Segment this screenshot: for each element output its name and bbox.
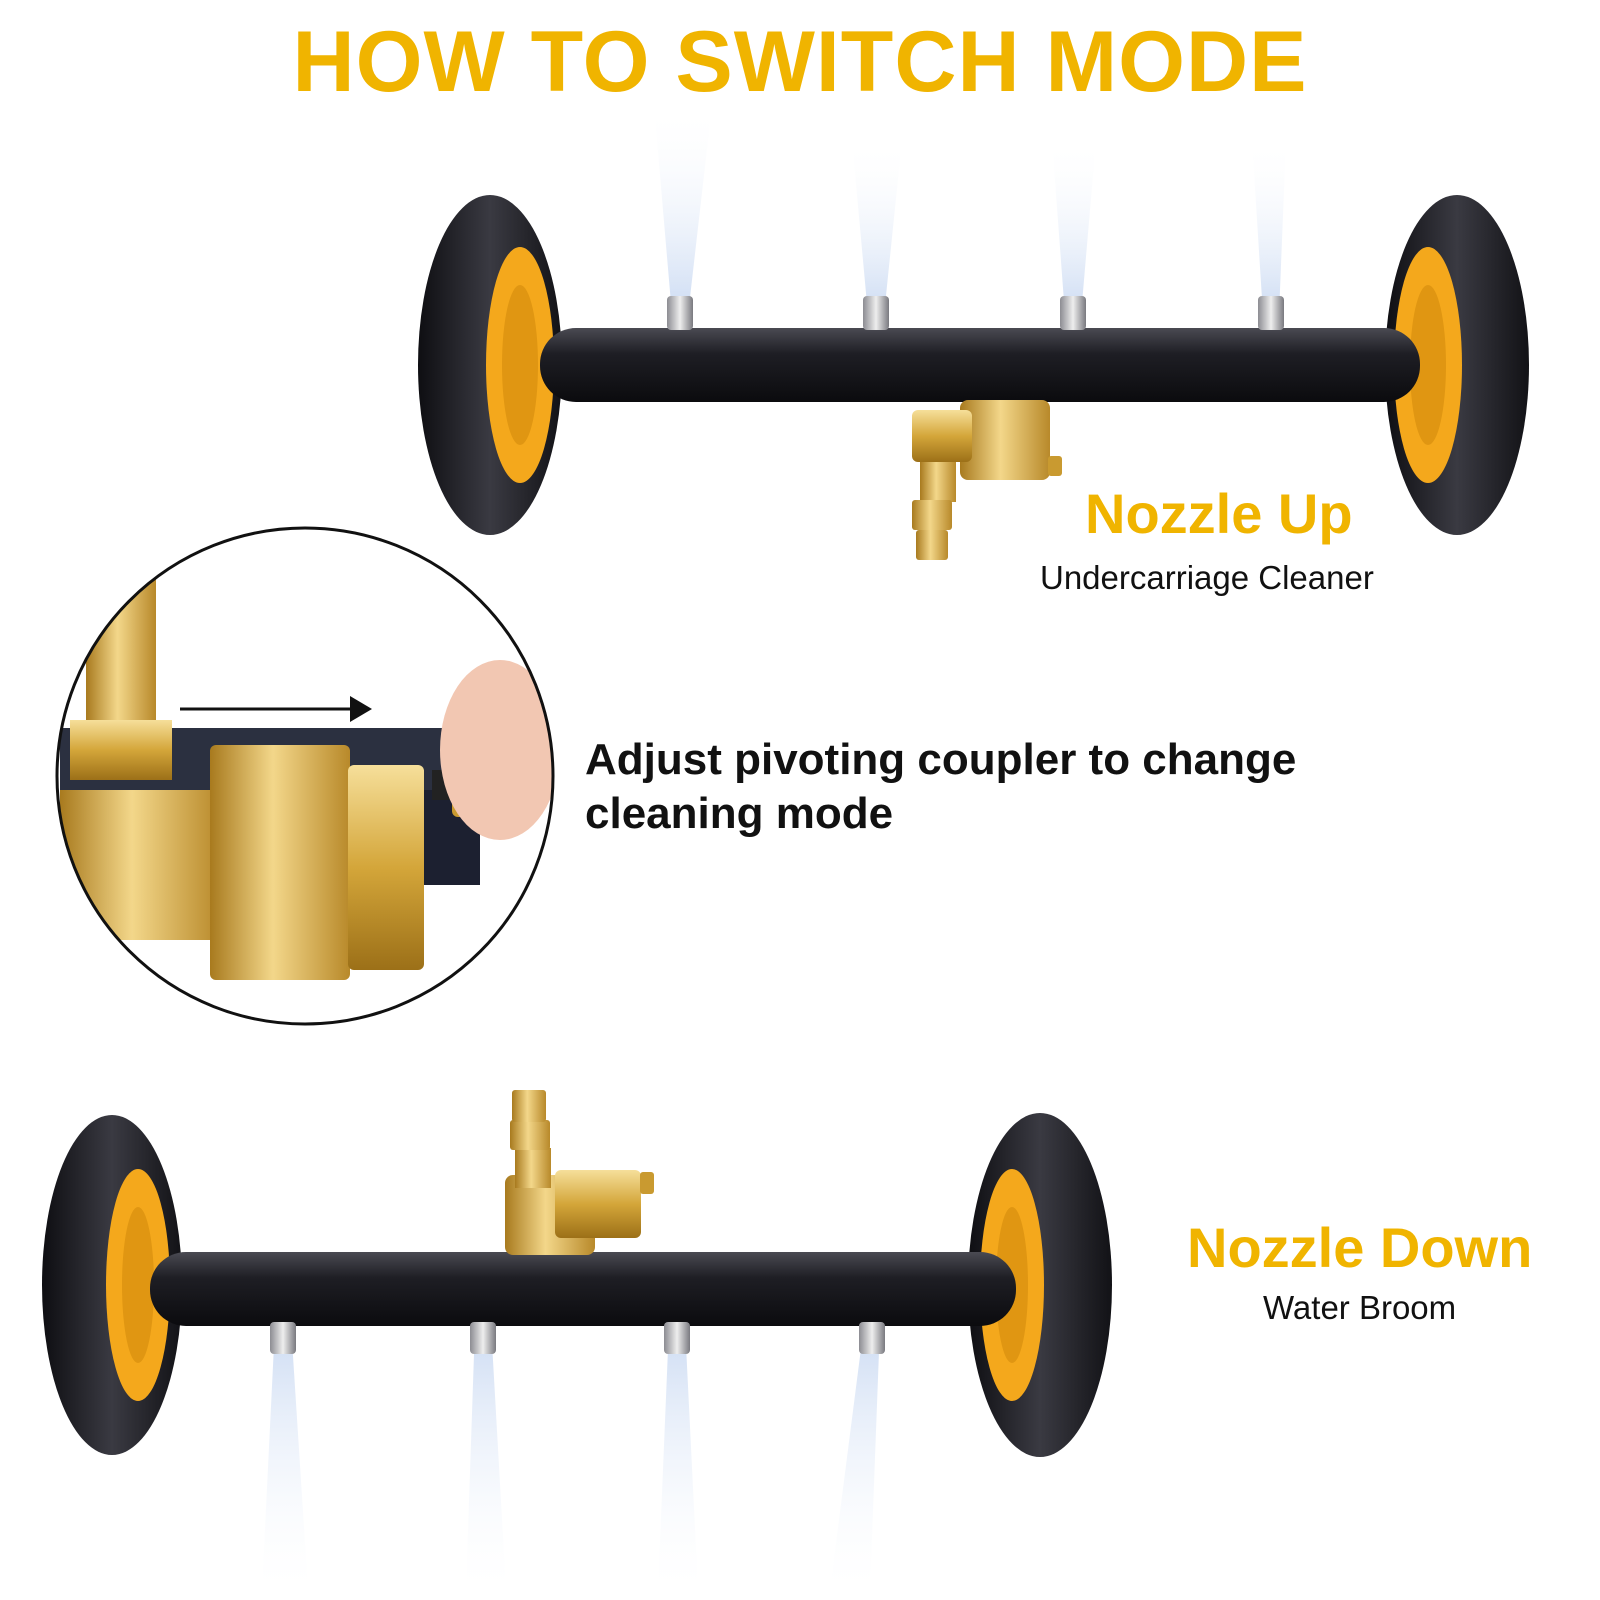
water-spray-up <box>654 105 1286 315</box>
spray-bar <box>540 328 1420 402</box>
left-wheel <box>42 1115 182 1455</box>
pivoting-coupler <box>505 1090 654 1255</box>
arrow-right-icon <box>180 696 372 722</box>
mode-down-description: Water Broom <box>1263 1289 1457 1326</box>
nozzle-row <box>270 1322 885 1354</box>
right-wheel <box>1385 195 1529 535</box>
mode-up-title: Nozzle Up <box>1085 482 1353 545</box>
mode-up-description: Undercarriage Cleaner <box>1040 559 1374 596</box>
mode-down-title: Nozzle Down <box>1187 1216 1533 1279</box>
instruction-text: Adjust pivoting coupler to change cleani… <box>585 735 1297 838</box>
left-wheel <box>418 195 562 535</box>
nozzle-down-cleaner <box>42 1090 1112 1590</box>
page-title: HOW TO SWITCH MODE <box>292 14 1308 110</box>
nozzle-up-cleaner <box>418 105 1529 560</box>
zoom-detail <box>55 526 555 1026</box>
spray-bar <box>150 1252 1016 1326</box>
pivoting-coupler <box>912 400 1062 560</box>
water-spray-down <box>262 1325 880 1590</box>
nozzle-row <box>667 296 1284 330</box>
